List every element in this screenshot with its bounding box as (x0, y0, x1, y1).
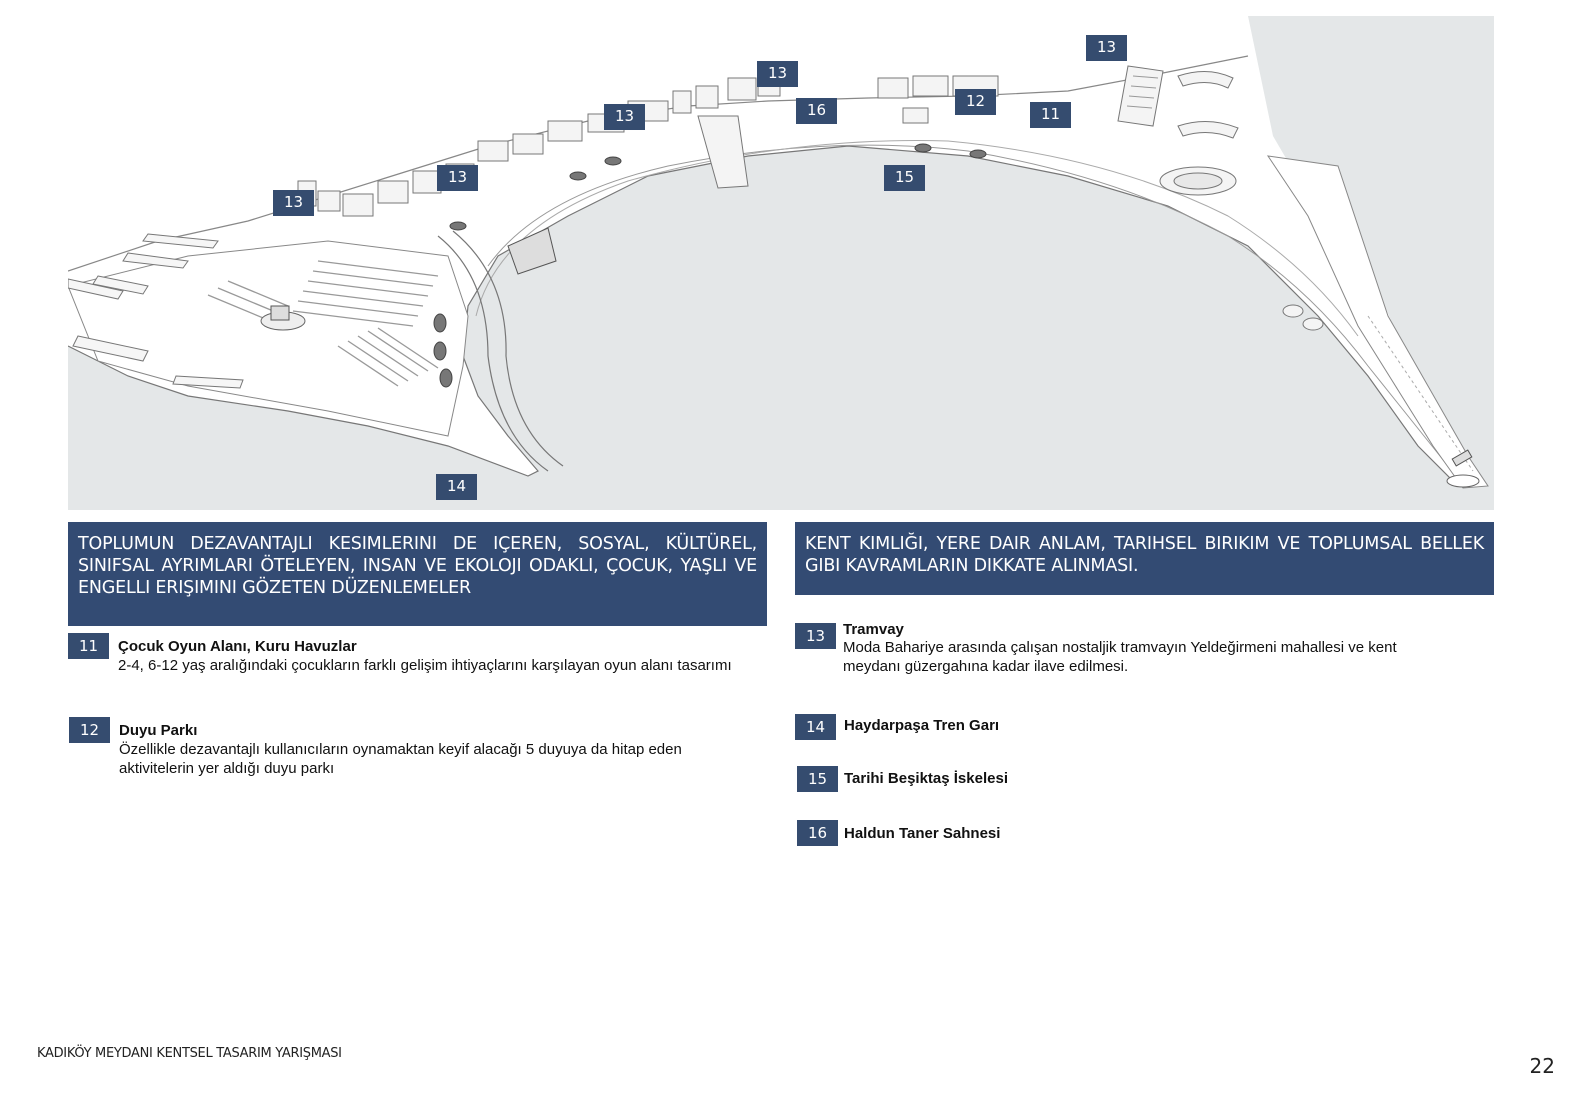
map-tag-16: 16 (796, 98, 837, 124)
item-title: Haldun Taner Sahnesi (844, 825, 1001, 842)
item-description: Moda Bahariye arasında çalışan nostaljik… (843, 639, 1397, 675)
map-tag-13-c: 13 (604, 104, 645, 130)
item-number: 15 (797, 766, 838, 792)
item-title: Haydarpaşa Tren Garı (844, 717, 1000, 734)
item-title: Çocuk Oyun Alanı, Kuru Havuzlar (118, 638, 357, 655)
item-number: 16 (797, 820, 838, 846)
item-number: 13 (795, 623, 836, 649)
item-number: 12 (69, 717, 110, 743)
map-tag-11: 11 (1030, 102, 1071, 128)
site-plan-map (68, 16, 1494, 510)
item-description: 2-4, 6-12 yaş aralığındaki çocukların fa… (118, 657, 732, 674)
item-number: 11 (68, 633, 109, 659)
item-title: Tramvay (843, 621, 904, 638)
banner-right: KENT KIMLIĞI, YERE DAIR ANLAM, TARIHSEL … (795, 522, 1494, 595)
map-tag-13-e: 13 (273, 190, 314, 216)
map-tag-12: 12 (955, 89, 996, 115)
map-tag-13-b: 13 (1086, 35, 1127, 61)
map-tag-13-a: 13 (757, 61, 798, 87)
item-title: Tarihi Beşiktaş İskelesi (844, 770, 1008, 787)
map-tag-15: 15 (884, 165, 925, 191)
site-plan-drawing (68, 16, 1494, 510)
item-number: 14 (795, 714, 836, 740)
map-tag-13-d: 13 (437, 165, 478, 191)
item-title: Duyu Parkı (119, 722, 198, 739)
document-title: KADIKÖY MEYDANI KENTSEL TASARIM YARIŞMAS… (37, 1046, 342, 1061)
banner-left: TOPLUMUN DEZAVANTAJLI KESIMLERINI DE IÇE… (68, 522, 767, 626)
item-description: Özellikle dezavantajlı kullanıcıların oy… (119, 741, 682, 777)
page-number: 22 (1529, 1054, 1555, 1078)
map-tag-14: 14 (436, 474, 477, 500)
